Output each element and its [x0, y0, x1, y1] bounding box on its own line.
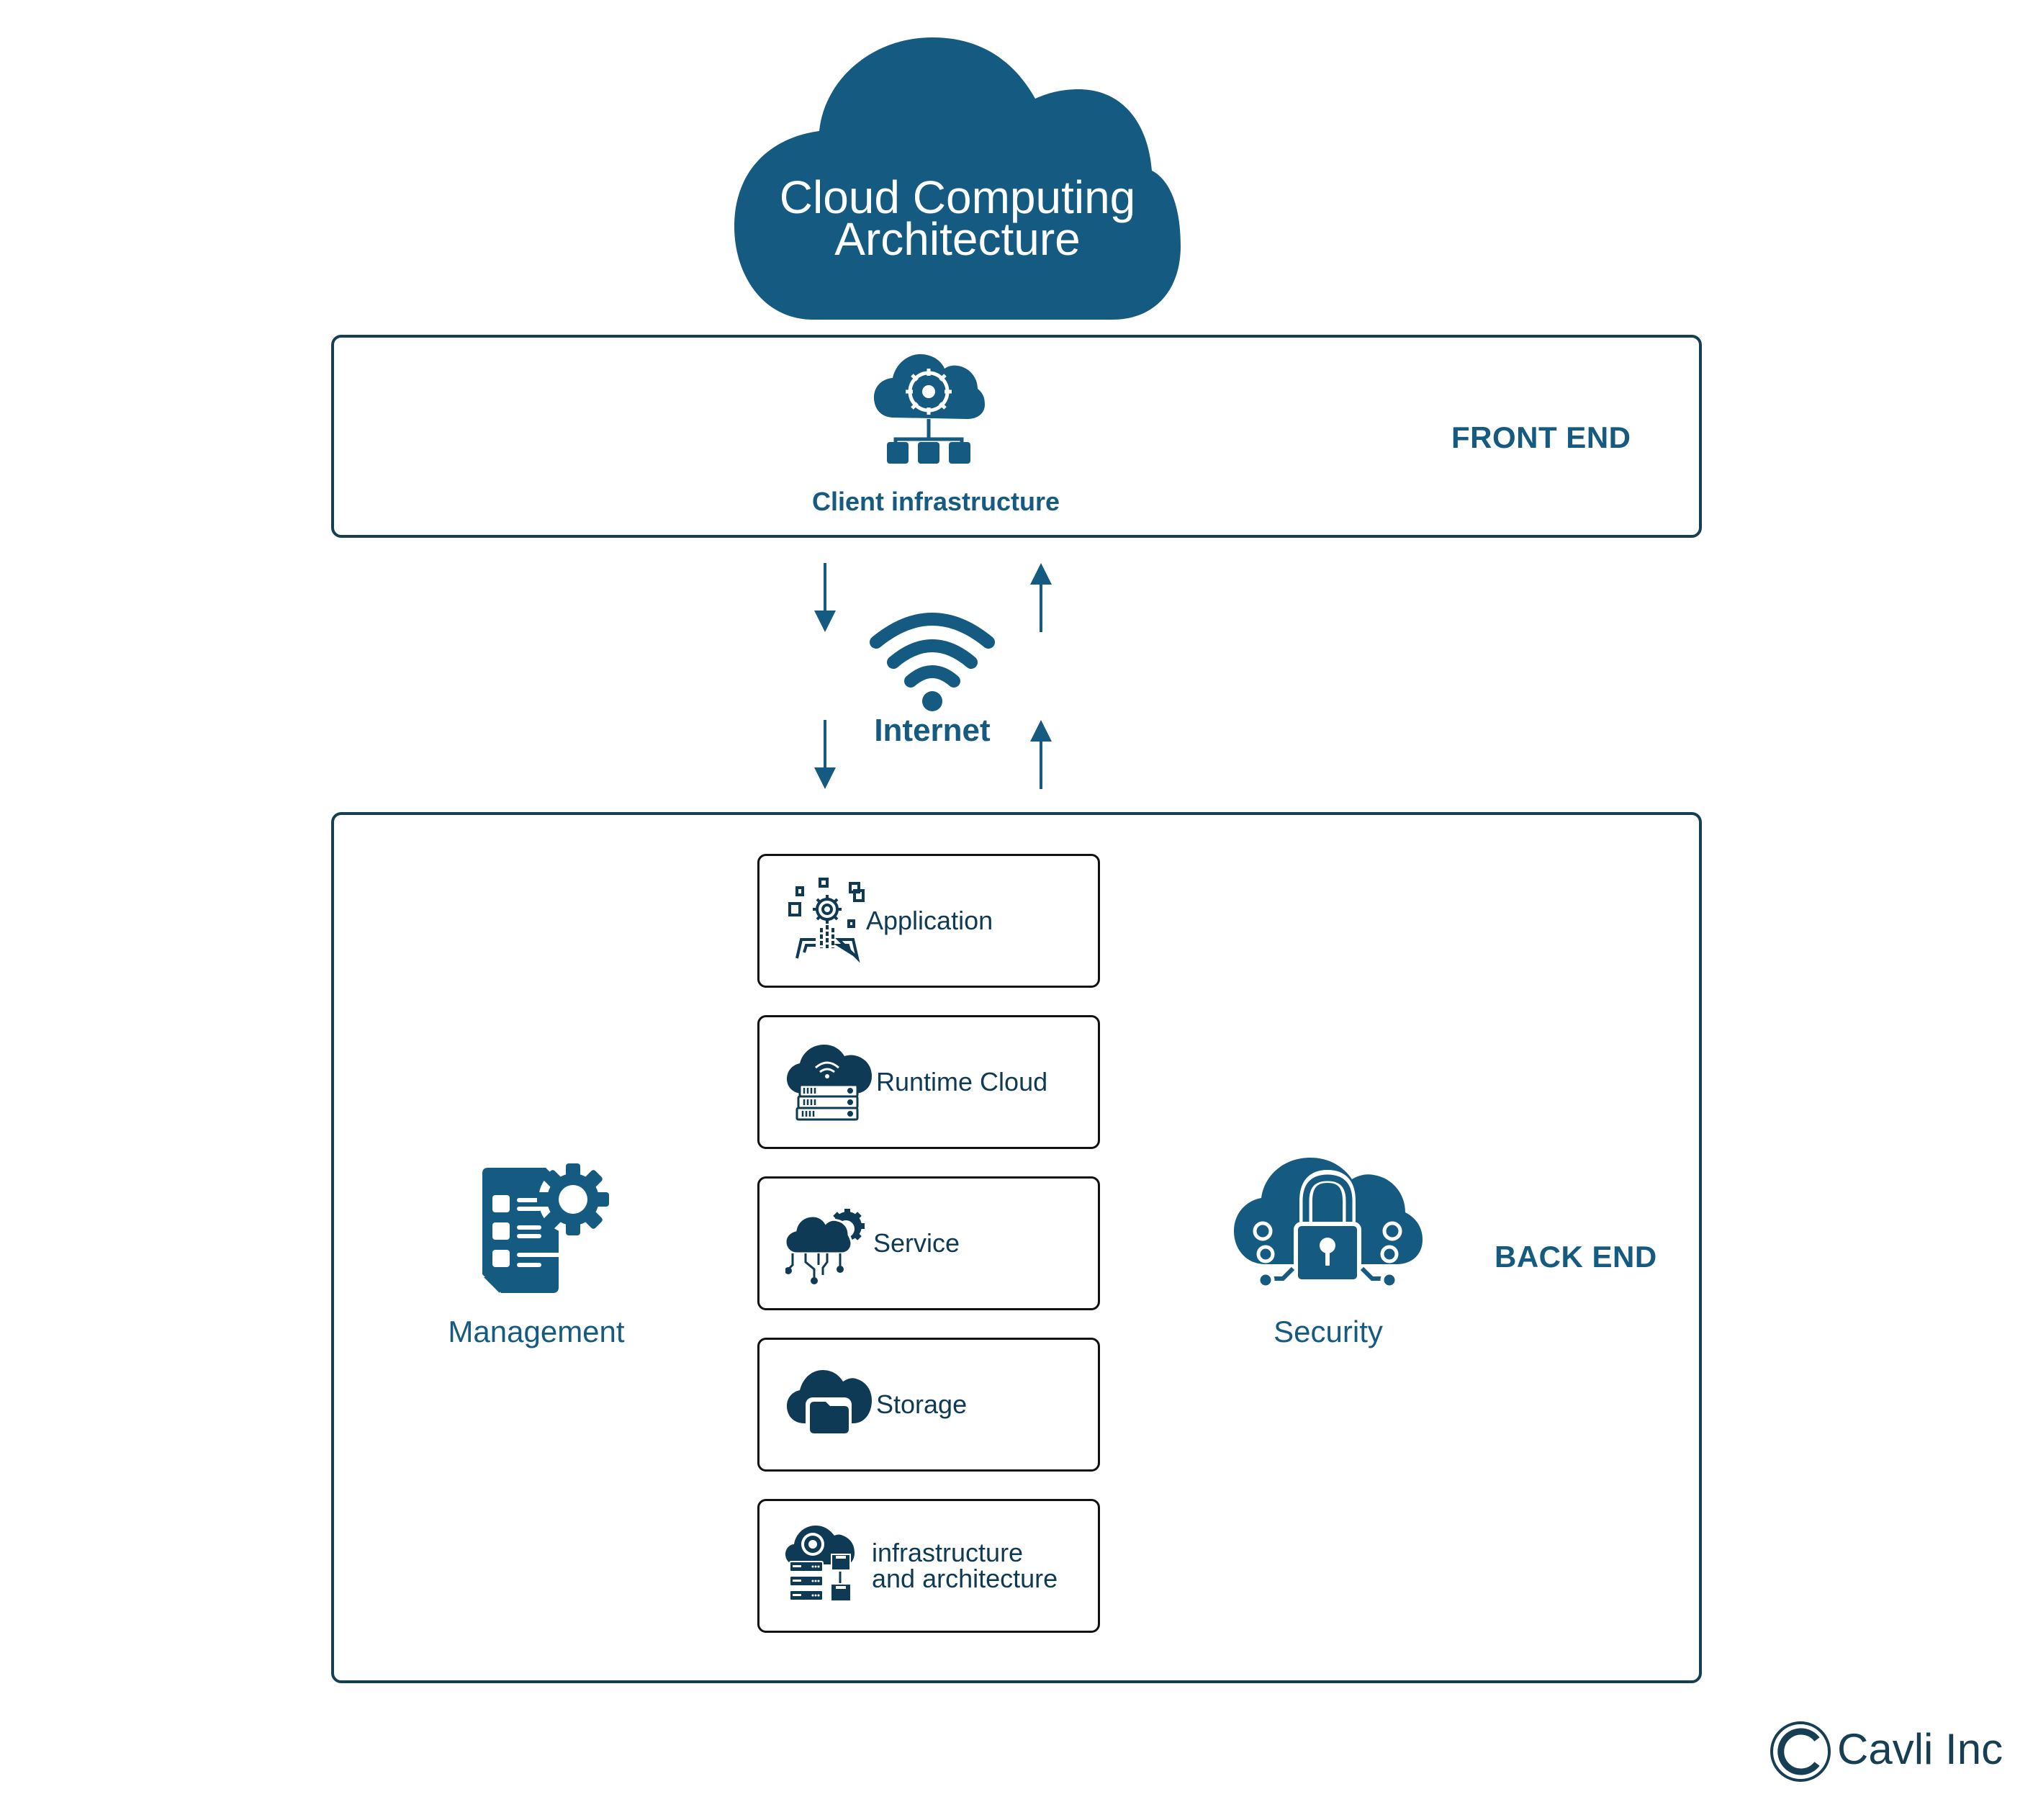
document-gear-icon [482, 1163, 609, 1293]
layer-service[interactable]: Service [757, 1176, 1100, 1310]
layer-application-label: Application [866, 906, 993, 935]
down-arrow-icon [814, 563, 836, 632]
security-label: Security [1274, 1315, 1383, 1348]
layer-runtime-cloud[interactable]: Runtime Cloud [757, 1015, 1100, 1149]
management-label: Management [448, 1315, 625, 1348]
layer-application[interactable]: Application [757, 854, 1100, 988]
cloud-service-icon [785, 1209, 865, 1284]
diagram-title: Cloud Computing Architecture [734, 171, 1181, 265]
title-cloud-icon [734, 37, 1181, 320]
layer-storage[interactable]: Storage [757, 1338, 1100, 1472]
wifi-icon [870, 613, 995, 711]
layer-infrastructure-label-line-1: infrastructure [872, 1538, 1024, 1567]
layer-runtime-cloud-label: Runtime Cloud [876, 1067, 1048, 1096]
layer-infrastructure[interactable]: infrastructure and architecture [757, 1499, 1100, 1633]
cloud-lock-icon [1234, 1158, 1423, 1289]
cloud-server-icon [787, 1045, 872, 1121]
up-arrow-icon [1030, 563, 1052, 632]
brand-name: Cavli Inc [1837, 1725, 2003, 1773]
back-end-label: BACK END [1495, 1240, 1657, 1274]
down-arrow-icon [814, 720, 836, 789]
title-line-1: Cloud Computing [779, 171, 1136, 223]
up-arrow-icon [1030, 720, 1052, 789]
front-end-label: FRONT END [1451, 420, 1631, 454]
layer-storage-label: Storage [876, 1389, 968, 1419]
layer-infrastructure-label-line-2: and architecture [872, 1564, 1058, 1593]
cloud-gear-network-icon [874, 354, 985, 464]
client-infrastructure-label: Client infrastructure [811, 487, 1060, 516]
copyright-c-logo-icon [1770, 1721, 1831, 1782]
title-line-2: Architecture [834, 213, 1081, 265]
cloud-infrastructure-icon [785, 1526, 855, 1601]
front-end-panel [331, 335, 1702, 538]
layer-service-label: Service [873, 1228, 960, 1258]
layer-infrastructure-label: infrastructure and architecture [872, 1501, 1058, 1631]
application-gear-icon [788, 878, 865, 963]
internet-label: Internet [874, 713, 991, 748]
cloud-folder-icon [787, 1370, 872, 1436]
